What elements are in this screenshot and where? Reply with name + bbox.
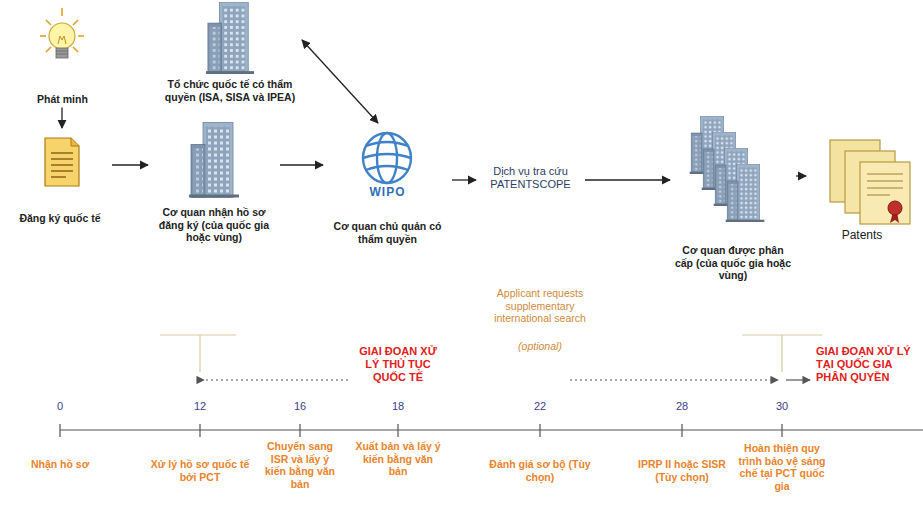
step-label: Đánh giá sơ bộ (Tùy chọn) (486, 458, 594, 483)
flow-arrow (452, 179, 476, 180)
flow-arrow (302, 40, 378, 123)
application-document: Đăng ký quốc tế (10, 130, 110, 225)
node-label: Cơ quan chủ quản có thẩm quyền (325, 220, 450, 245)
step-label: Nhận hồ sơ (15, 458, 105, 471)
flow-arrow (280, 164, 323, 165)
step-label: Xuất bản và lấy ý kiến bằng văn bản (355, 440, 441, 478)
designated-offices: Cơ quan được phân cấp (của quốc gia hoặc… (672, 112, 794, 282)
step-label: IPRP II hoặc SISR (Tùy chọn) (627, 458, 737, 483)
step-label: Hoàn thiện quy trình bảo vệ sáng chế tại… (736, 442, 828, 492)
month-number: 18 (383, 400, 413, 413)
phase-title: GIAI ĐOẠN XỬ LÝ THỦ TỤC QUỐC TẾ (352, 345, 444, 385)
step-label: Chuyển sang ISR và lấy ý kiến bằng văn b… (263, 440, 337, 490)
month-number: 22 (525, 400, 555, 413)
node-label: Patents (808, 228, 916, 242)
wipo-logo (363, 133, 411, 183)
node-label: Tổ chức quốc tế có thẩm quyền (ISA, SISA… (160, 78, 300, 103)
certificate-icon (830, 140, 910, 224)
building-icon (189, 123, 239, 198)
patent-certificates: Patents (808, 130, 916, 242)
timeline (60, 424, 923, 437)
month-number: 30 (767, 400, 797, 413)
phase-arrow (204, 379, 810, 380)
invention-icon: Phát minh (25, 5, 100, 106)
flow-arrow (796, 175, 806, 176)
wipo-bureau: WIPO Cơ quan chủ quản có thẩm quyền (325, 125, 450, 245)
building-stack-icon (690, 116, 765, 222)
month-number: 0 (45, 400, 75, 413)
phase-note: Applicant requests supplementary interna… (492, 287, 588, 325)
service-name: Dịch vụ tra cứu PATENTSCOPE (478, 165, 583, 191)
building-icon (206, 2, 254, 74)
document-icon (45, 138, 79, 186)
phase-title: GIAI ĐOẠN XỬ LÝ TẠI QUỐC GIA PHÂN QUYỀN (816, 345, 920, 385)
phase-note: (optional) (492, 340, 588, 353)
node-label: Cơ quan được phân cấp (của quốc gia hoặc… (672, 244, 794, 282)
node-label: Phát minh (25, 93, 100, 106)
month-number: 12 (185, 400, 215, 413)
phase-bracket (160, 335, 822, 372)
patentscope-service: Dịch vụ tra cứu PATENTSCOPE (478, 165, 583, 191)
node-label: Đăng ký quốc tế (10, 212, 110, 225)
logo-text: WIPO (325, 185, 450, 199)
step-label: Xử lý hồ sơ quốc tế bởi PCT (146, 458, 254, 483)
node-label: Cơ quan nhận hồ sơ đăng ký (của quốc gia… (150, 206, 278, 244)
flow-arrow (585, 179, 670, 180)
receiving-office: Cơ quan nhận hồ sơ đăng ký (của quốc gia… (150, 118, 278, 244)
international-authority: Tổ chức quốc tế có thẩm quyền (ISA, SISA… (160, 0, 300, 103)
flow-arrow (61, 108, 62, 128)
month-number: 28 (667, 400, 697, 413)
month-number: 16 (285, 400, 315, 413)
flow-arrow (112, 164, 148, 165)
lightbulb-icon (40, 8, 84, 58)
